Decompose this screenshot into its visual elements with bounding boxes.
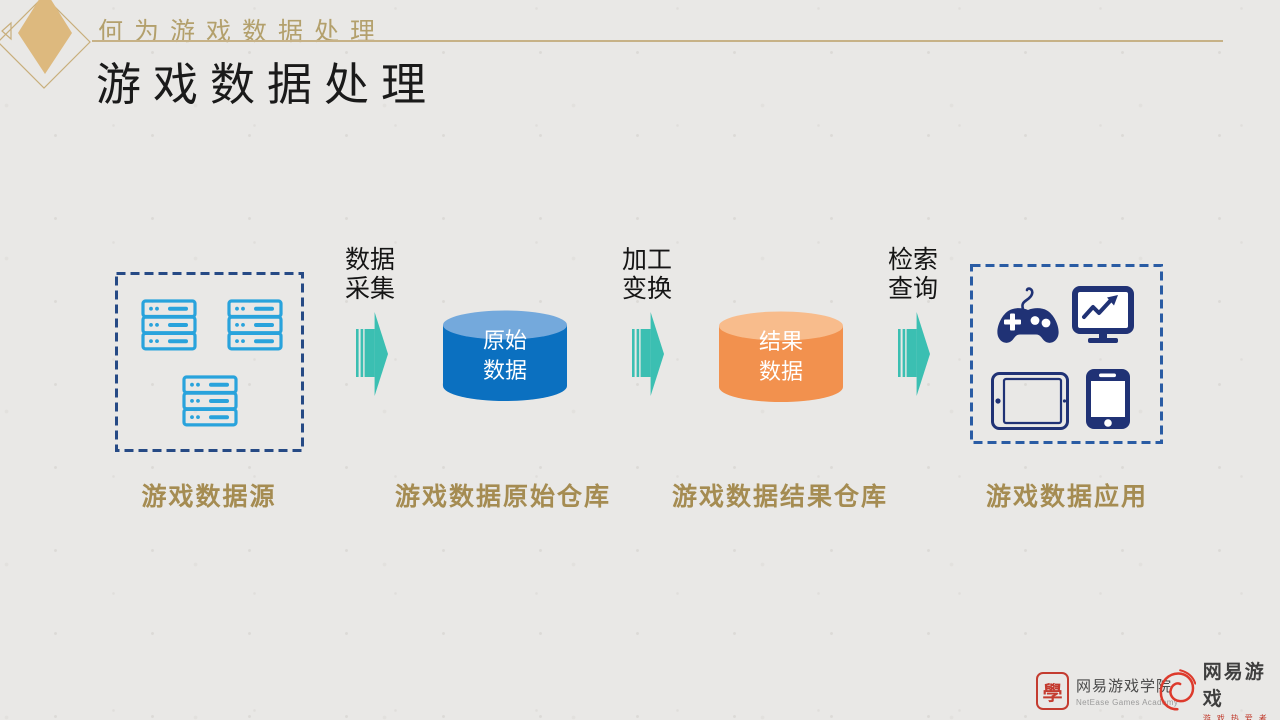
arrow-label-data-collection: 数据 采集 [345,246,395,304]
netease-games-logo: 网易游戏 游戏热爱者 [1159,662,1280,720]
dashed-border [970,264,1163,444]
netease-flame-icon [1159,669,1196,711]
flow-arrow-icon [356,312,388,396]
result-warehouse-label: 游戏数据结果仓库 [671,483,888,511]
arrow-label-query: 检索 查询 [888,246,938,304]
academy-seal-char: 學 [1042,682,1063,705]
analytics-monitor-icon [1072,286,1134,343]
server-icon [141,299,197,351]
header-rule [92,40,1223,42]
cylinder-text: 结果 数据 [719,327,843,387]
server-icon [227,299,283,351]
sources-box [115,272,304,452]
arrow-label-line: 变换 [622,275,673,303]
smartphone-icon [1086,369,1130,429]
flow-arrow-icon [632,312,664,396]
academy-name: 网易游戏学院 [1076,678,1173,695]
arrow-label-line: 采集 [345,275,396,303]
cylinder-text-line: 原始 [482,328,527,353]
netease-name: 网易游戏 [1202,661,1266,710]
cylinder-text-line: 数据 [758,359,803,384]
cylinder-shape [443,310,567,401]
slide-kicker: 何为游戏数据处理 [98,18,387,46]
raw-warehouse-label: 游戏数据原始仓库 [394,483,611,511]
gamepad-icon [997,287,1059,343]
academy-seal-icon: 學 [1036,672,1069,710]
result-data-cylinder: 结果 数据 [719,311,843,403]
academy-logo: 學 网易游戏学院 NetEase Games Academy [1036,670,1178,712]
raw-data-cylinder: 原始 数据 [443,310,567,402]
arrow-label-line: 加工 [622,246,673,274]
apps-label: 游戏数据应用 [985,483,1148,511]
netease-slogan: 游戏热爱者 [1202,713,1273,720]
arrow-label-line: 查询 [888,275,939,303]
cylinder-text-line: 结果 [758,329,803,354]
arrow-label-line: 数据 [345,246,396,274]
academy-subtitle: NetEase Games Academy [1076,698,1179,707]
apps-box [970,264,1163,444]
server-icon [182,375,238,427]
arrow-label-transform: 加工 变换 [622,246,672,304]
sources-label: 游戏数据源 [141,483,277,511]
diamond-decoration [0,0,91,89]
flow-arrow-icon [898,312,930,396]
arrow-label-line: 检索 [888,246,939,274]
tablet-icon [991,372,1069,430]
cylinder-text: 原始 数据 [443,326,567,386]
dashed-border [115,272,304,452]
cylinder-text-line: 数据 [482,358,527,383]
cylinder-shape [719,311,843,402]
page-title: 游戏数据处理 [96,59,439,110]
